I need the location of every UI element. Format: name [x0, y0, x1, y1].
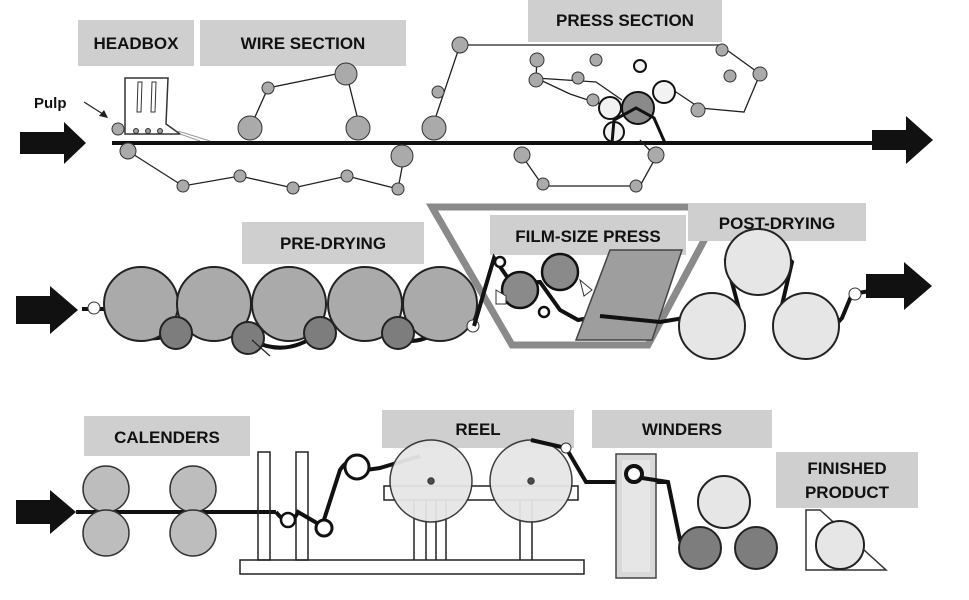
press-nip-rolls: [598, 59, 676, 143]
calenders-label: CALENDERS: [84, 416, 250, 456]
wire-rolls: [119, 142, 414, 196]
input-arrow-row3: [16, 490, 76, 534]
winders-label: WINDERS: [592, 410, 772, 448]
post-drying-cylinders: [678, 228, 840, 360]
svg-text:POST-DRYING: POST-DRYING: [719, 214, 836, 233]
svg-text:WIRE SECTION: WIRE SECTION: [241, 34, 366, 53]
svg-text:PRESS SECTION: PRESS SECTION: [556, 11, 694, 30]
headbox: [124, 77, 211, 142]
press-section-label: PRESS SECTION: [528, 0, 722, 42]
headbox-label: HEADBOX: [78, 20, 194, 66]
film-size-press-label: FILM-SIZE PRESS: [490, 215, 686, 255]
svg-text:PRE-DRYING: PRE-DRYING: [280, 234, 386, 253]
winder-rolls: [678, 475, 778, 570]
pulp-label: Pulp: [34, 95, 67, 112]
size-press-rolls: [493, 252, 580, 319]
wire-section-label: WIRE SECTION: [200, 20, 406, 66]
finished-product-label: FINISHED PRODUCT: [776, 452, 918, 508]
pre-drying-label: PRE-DRYING: [242, 222, 424, 264]
calender-rolls: [82, 465, 217, 557]
output-arrow-row1: [872, 116, 933, 164]
press-rolls: [421, 36, 768, 141]
air-dryer: [574, 249, 684, 341]
svg-text:FINISHED: FINISHED: [807, 459, 886, 478]
svg-text:HEADBOX: HEADBOX: [93, 34, 179, 53]
lower-wire-belt: [127, 142, 405, 190]
output-arrow-row2: [866, 262, 932, 310]
svg-text:REEL: REEL: [455, 420, 500, 439]
input-arrow-row2: [16, 286, 78, 334]
winder-stand: [615, 453, 657, 579]
web-line-size-press: [472, 253, 601, 327]
finished-product-roll: [805, 509, 888, 571]
reel-spools: [389, 439, 573, 523]
upper-wire-belt: [249, 71, 361, 129]
svg-text:PRODUCT: PRODUCT: [805, 483, 890, 502]
input-arrow-row1: [20, 122, 86, 164]
svg-text:FILM-SIZE PRESS: FILM-SIZE PRESS: [515, 227, 660, 246]
pre-drying-felt-rolls: [159, 316, 415, 355]
svg-text:CALENDERS: CALENDERS: [114, 428, 220, 447]
svg-text:WINDERS: WINDERS: [642, 420, 722, 439]
